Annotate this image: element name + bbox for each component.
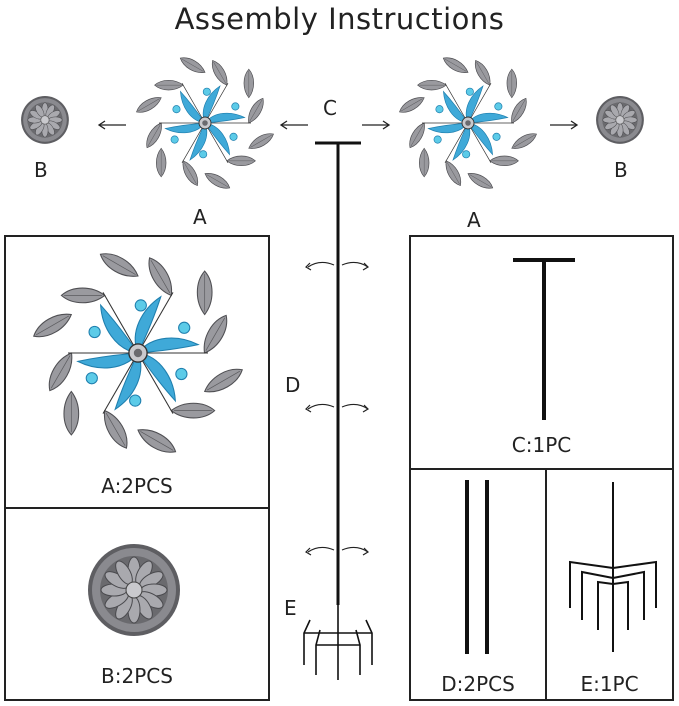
- label-a-right: A: [467, 208, 481, 232]
- caption-d: D:2PCS: [441, 672, 515, 696]
- label-a-left: A: [193, 205, 207, 229]
- caption-c: C:1PC: [511, 433, 572, 457]
- part-box-cde: [409, 235, 674, 701]
- part-box-ab: [4, 235, 270, 701]
- arrow-right-1: [362, 120, 391, 130]
- medallion-b-right: [595, 95, 645, 145]
- arrow-right-2: [550, 120, 579, 130]
- caption-b: B:2PCS: [101, 664, 173, 688]
- label-b-right: B: [614, 158, 628, 182]
- spinner-a-right: [388, 48, 548, 198]
- caption-a: A:2PCS: [101, 474, 173, 498]
- arrow-left-1: [97, 120, 126, 130]
- label-d: D: [285, 373, 301, 397]
- assembled-pole: [303, 141, 373, 680]
- caption-e: E:1PC: [580, 672, 639, 696]
- joint-rotate-icon: [305, 261, 369, 556]
- spinner-a-detail: [28, 245, 248, 455]
- page-title: Assembly Instructions: [174, 2, 505, 36]
- part-c-pole: [513, 258, 575, 420]
- part-d-poles: [465, 480, 489, 654]
- arrow-left-2: [279, 120, 308, 130]
- label-c: C: [323, 96, 337, 120]
- label-e: E: [284, 596, 297, 620]
- label-b-left: B: [34, 158, 48, 182]
- medallion-b-left: [20, 95, 70, 145]
- medallion-b-detail: [87, 543, 181, 637]
- part-e-stake: [569, 482, 657, 652]
- spinner-a-left: [125, 48, 285, 198]
